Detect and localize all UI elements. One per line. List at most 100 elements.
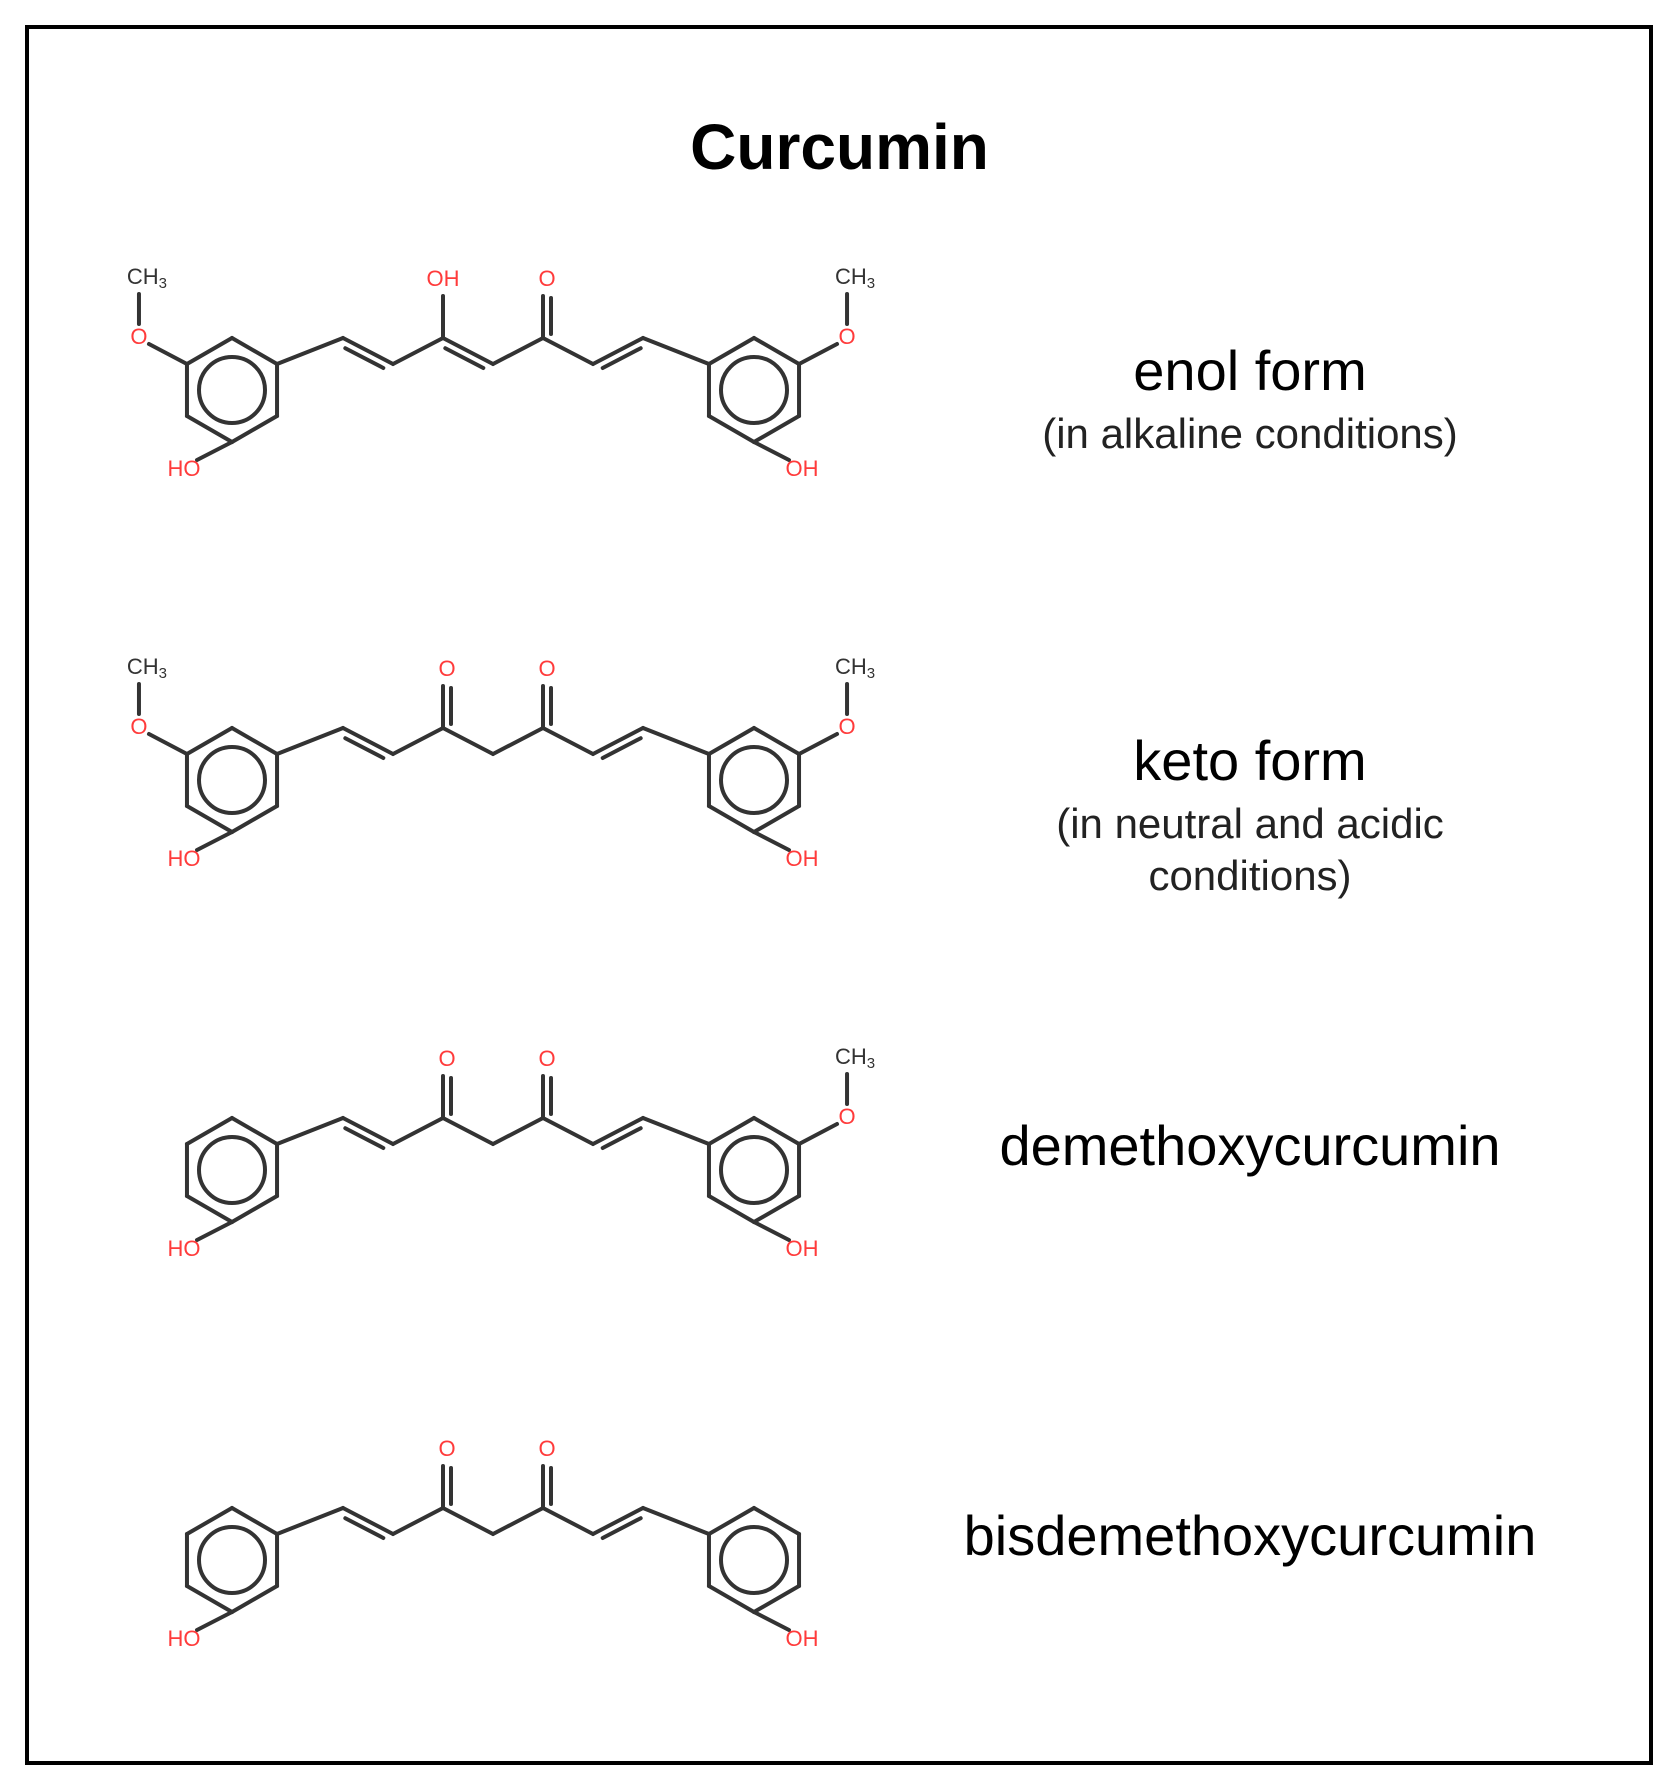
chain-bond (341, 726, 395, 756)
chain-bond (341, 1506, 395, 1536)
chain-bond (391, 1506, 445, 1536)
methoxy-oxygen-label: O (130, 324, 147, 349)
chain-bond (275, 726, 345, 756)
chain-bond (491, 1506, 545, 1536)
compound-label: keto form (in neutral and acidic conditi… (930, 730, 1570, 903)
ring-bond (230, 726, 280, 756)
methoxy-oxygen-label: O (838, 324, 855, 349)
ring-bond (752, 1116, 802, 1146)
ring-bond (230, 1506, 280, 1536)
chain-bond (275, 1506, 345, 1536)
carbonyl-oxygen-label: O (538, 266, 555, 291)
chain-bond (491, 726, 545, 756)
ring-bond (184, 336, 234, 366)
double-bond (600, 346, 643, 370)
ring-bond (230, 1584, 280, 1614)
methoxy-bond (146, 342, 189, 366)
double-bond (600, 1516, 643, 1540)
ring-bond (752, 1194, 802, 1224)
ring-bond (706, 726, 756, 756)
methyl-label: CH3 (835, 1044, 875, 1072)
carbonyl-oxygen-label: O (538, 656, 555, 681)
compound-name: enol form (1133, 339, 1367, 402)
chain-bond (275, 1116, 345, 1146)
carbonyl-oxygen-label: O (438, 1046, 455, 1071)
enol-hydroxyl-label: OH (427, 266, 460, 291)
ring-bond (752, 1584, 802, 1614)
ring-bond (752, 726, 802, 756)
methoxy-oxygen-label: O (838, 714, 855, 739)
chain-bond (441, 1506, 495, 1536)
hydroxyl-label: HO (168, 846, 201, 871)
hydroxyl-bond (752, 1610, 791, 1632)
figure-frame (25, 25, 1653, 1765)
chain-bond (591, 1116, 645, 1146)
chain-bond (641, 1506, 711, 1536)
aromatic-ring-circle (719, 745, 789, 815)
aromatic-ring-circle (197, 1525, 267, 1595)
methoxy-oxygen-label: O (130, 714, 147, 739)
ring-bond (706, 804, 756, 834)
ring-bond (706, 414, 756, 444)
double-bond (600, 1126, 643, 1150)
ring-bond (184, 804, 234, 834)
chain-bond (591, 726, 645, 756)
ring-bond (184, 1116, 234, 1146)
compound-name: demethoxycurcumin (999, 1114, 1501, 1177)
compound-name: keto form (1133, 729, 1367, 792)
aromatic-ring-circle (719, 1135, 789, 1205)
methoxy-bond (146, 732, 189, 756)
chain-bond (641, 336, 711, 366)
hydroxyl-bond (195, 830, 234, 852)
compound-condition: (in neutral and acidic conditions) (1056, 799, 1444, 900)
hydroxyl-bond (195, 1220, 234, 1242)
chain-bond (341, 336, 395, 366)
ring-bond (184, 726, 234, 756)
aromatic-ring-circle (197, 355, 267, 425)
ring-bond (706, 1194, 756, 1224)
aromatic-ring-circle (197, 745, 267, 815)
methyl-label: CH3 (835, 654, 875, 682)
double-bond (343, 1126, 386, 1150)
double-bond (343, 346, 386, 370)
methoxy-bond (797, 1122, 840, 1146)
ring-bond (230, 414, 280, 444)
ring-bond (184, 414, 234, 444)
methoxy-bond (797, 732, 840, 756)
carbonyl-oxygen-label: O (438, 1436, 455, 1461)
hydroxyl-label: HO (168, 1236, 201, 1261)
ring-bond (230, 336, 280, 366)
chain-bond (391, 336, 445, 366)
hydroxyl-label: OH (786, 1236, 819, 1261)
ring-bond (184, 1194, 234, 1224)
chain-bond (591, 1506, 645, 1536)
ring-bond (752, 336, 802, 366)
hydroxyl-bond (752, 1220, 791, 1242)
hydroxyl-bond (752, 830, 791, 852)
chain-bond (491, 336, 545, 366)
methyl-label: CH3 (127, 654, 167, 682)
compound-condition: (in alkaline conditions) (1042, 409, 1458, 457)
chain-bond (441, 336, 495, 366)
ring-bond (706, 1116, 756, 1146)
hydroxyl-label: OH (786, 456, 819, 481)
carbonyl-oxygen-label: O (438, 656, 455, 681)
ring-bond (752, 804, 802, 834)
hydroxyl-bond (195, 1610, 234, 1632)
chain-bond (591, 336, 645, 366)
chain-bond (491, 1116, 545, 1146)
chain-bond (641, 726, 711, 756)
aromatic-ring-circle (719, 1525, 789, 1595)
hydroxyl-label: OH (786, 846, 819, 871)
methyl-label: CH3 (835, 264, 875, 292)
double-bond (443, 346, 486, 370)
aromatic-ring-circle (719, 355, 789, 425)
aromatic-ring-circle (197, 1135, 267, 1205)
compound-name: bisdemethoxycurcumin (963, 1504, 1537, 1567)
double-bond (343, 736, 386, 760)
